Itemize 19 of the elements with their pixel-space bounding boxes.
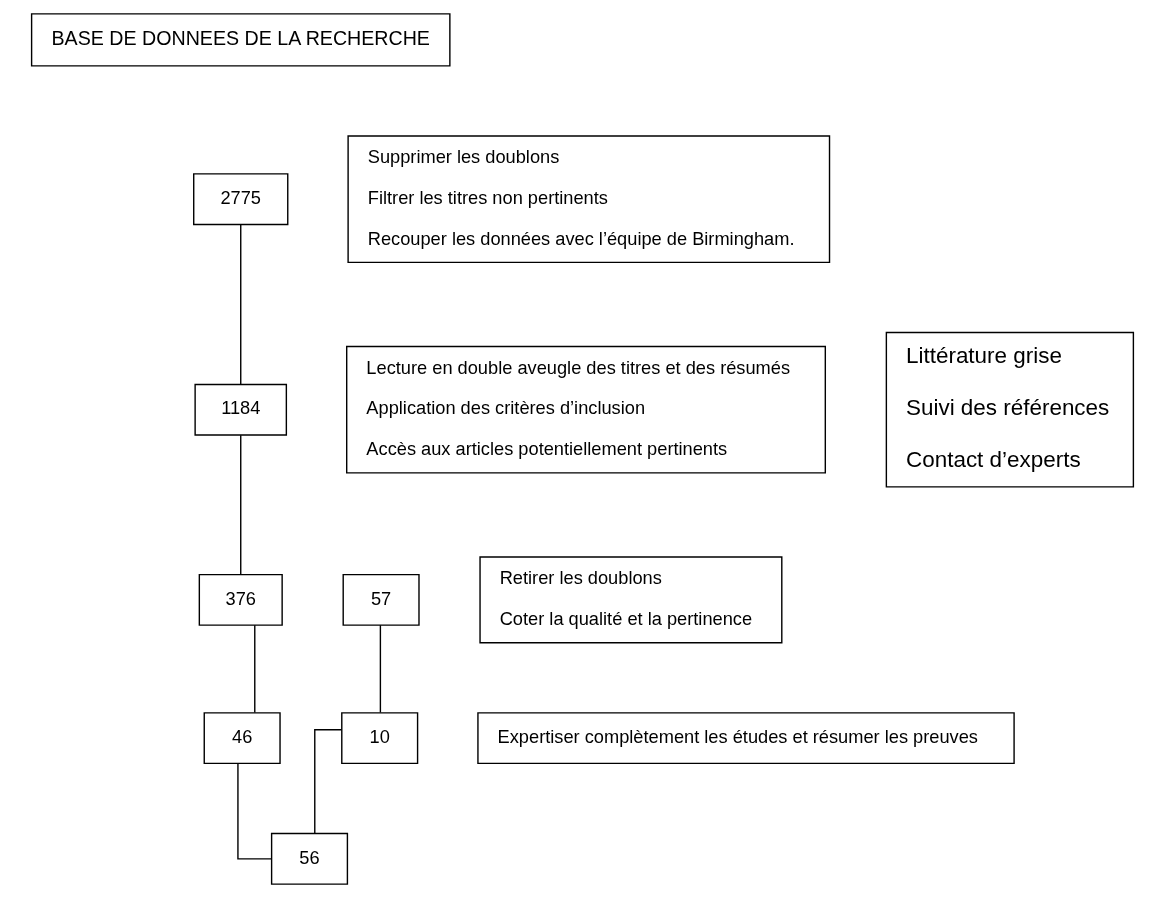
node-box: 10 (341, 712, 419, 765)
connector (240, 434, 242, 575)
node-box: BASE DE DONNEES DE LA RECHERCHE (30, 13, 451, 67)
node-box: 46 (203, 712, 281, 765)
node-box: 376 (198, 573, 283, 626)
node-box: 2775 (193, 173, 289, 226)
node-box: Lecture en double aveugle des titres et des résumés Application des critères d’inclusion Accès aux articles potentiellement pertinents (346, 345, 826, 474)
node-box: 57 (342, 573, 420, 626)
connector (379, 624, 382, 714)
connector (314, 729, 343, 834)
node-box: 56 (270, 832, 349, 885)
node-box: Littérature grise Suivi des références Contact d’experts (885, 331, 1135, 488)
node-box: 1184 (194, 383, 288, 436)
node-box: Retirer les doublons Coter la qualité et la pertinence (479, 556, 783, 644)
node-box: Supprimer les doublons Filtrer les titres non pertinents Recouper les données avec l’équipe de Birmingham. (347, 135, 831, 264)
connector (254, 624, 256, 714)
connector (237, 763, 272, 860)
connector (240, 223, 242, 385)
node-box: Expertiser complètement les études et résumer les preuves (477, 712, 1015, 765)
